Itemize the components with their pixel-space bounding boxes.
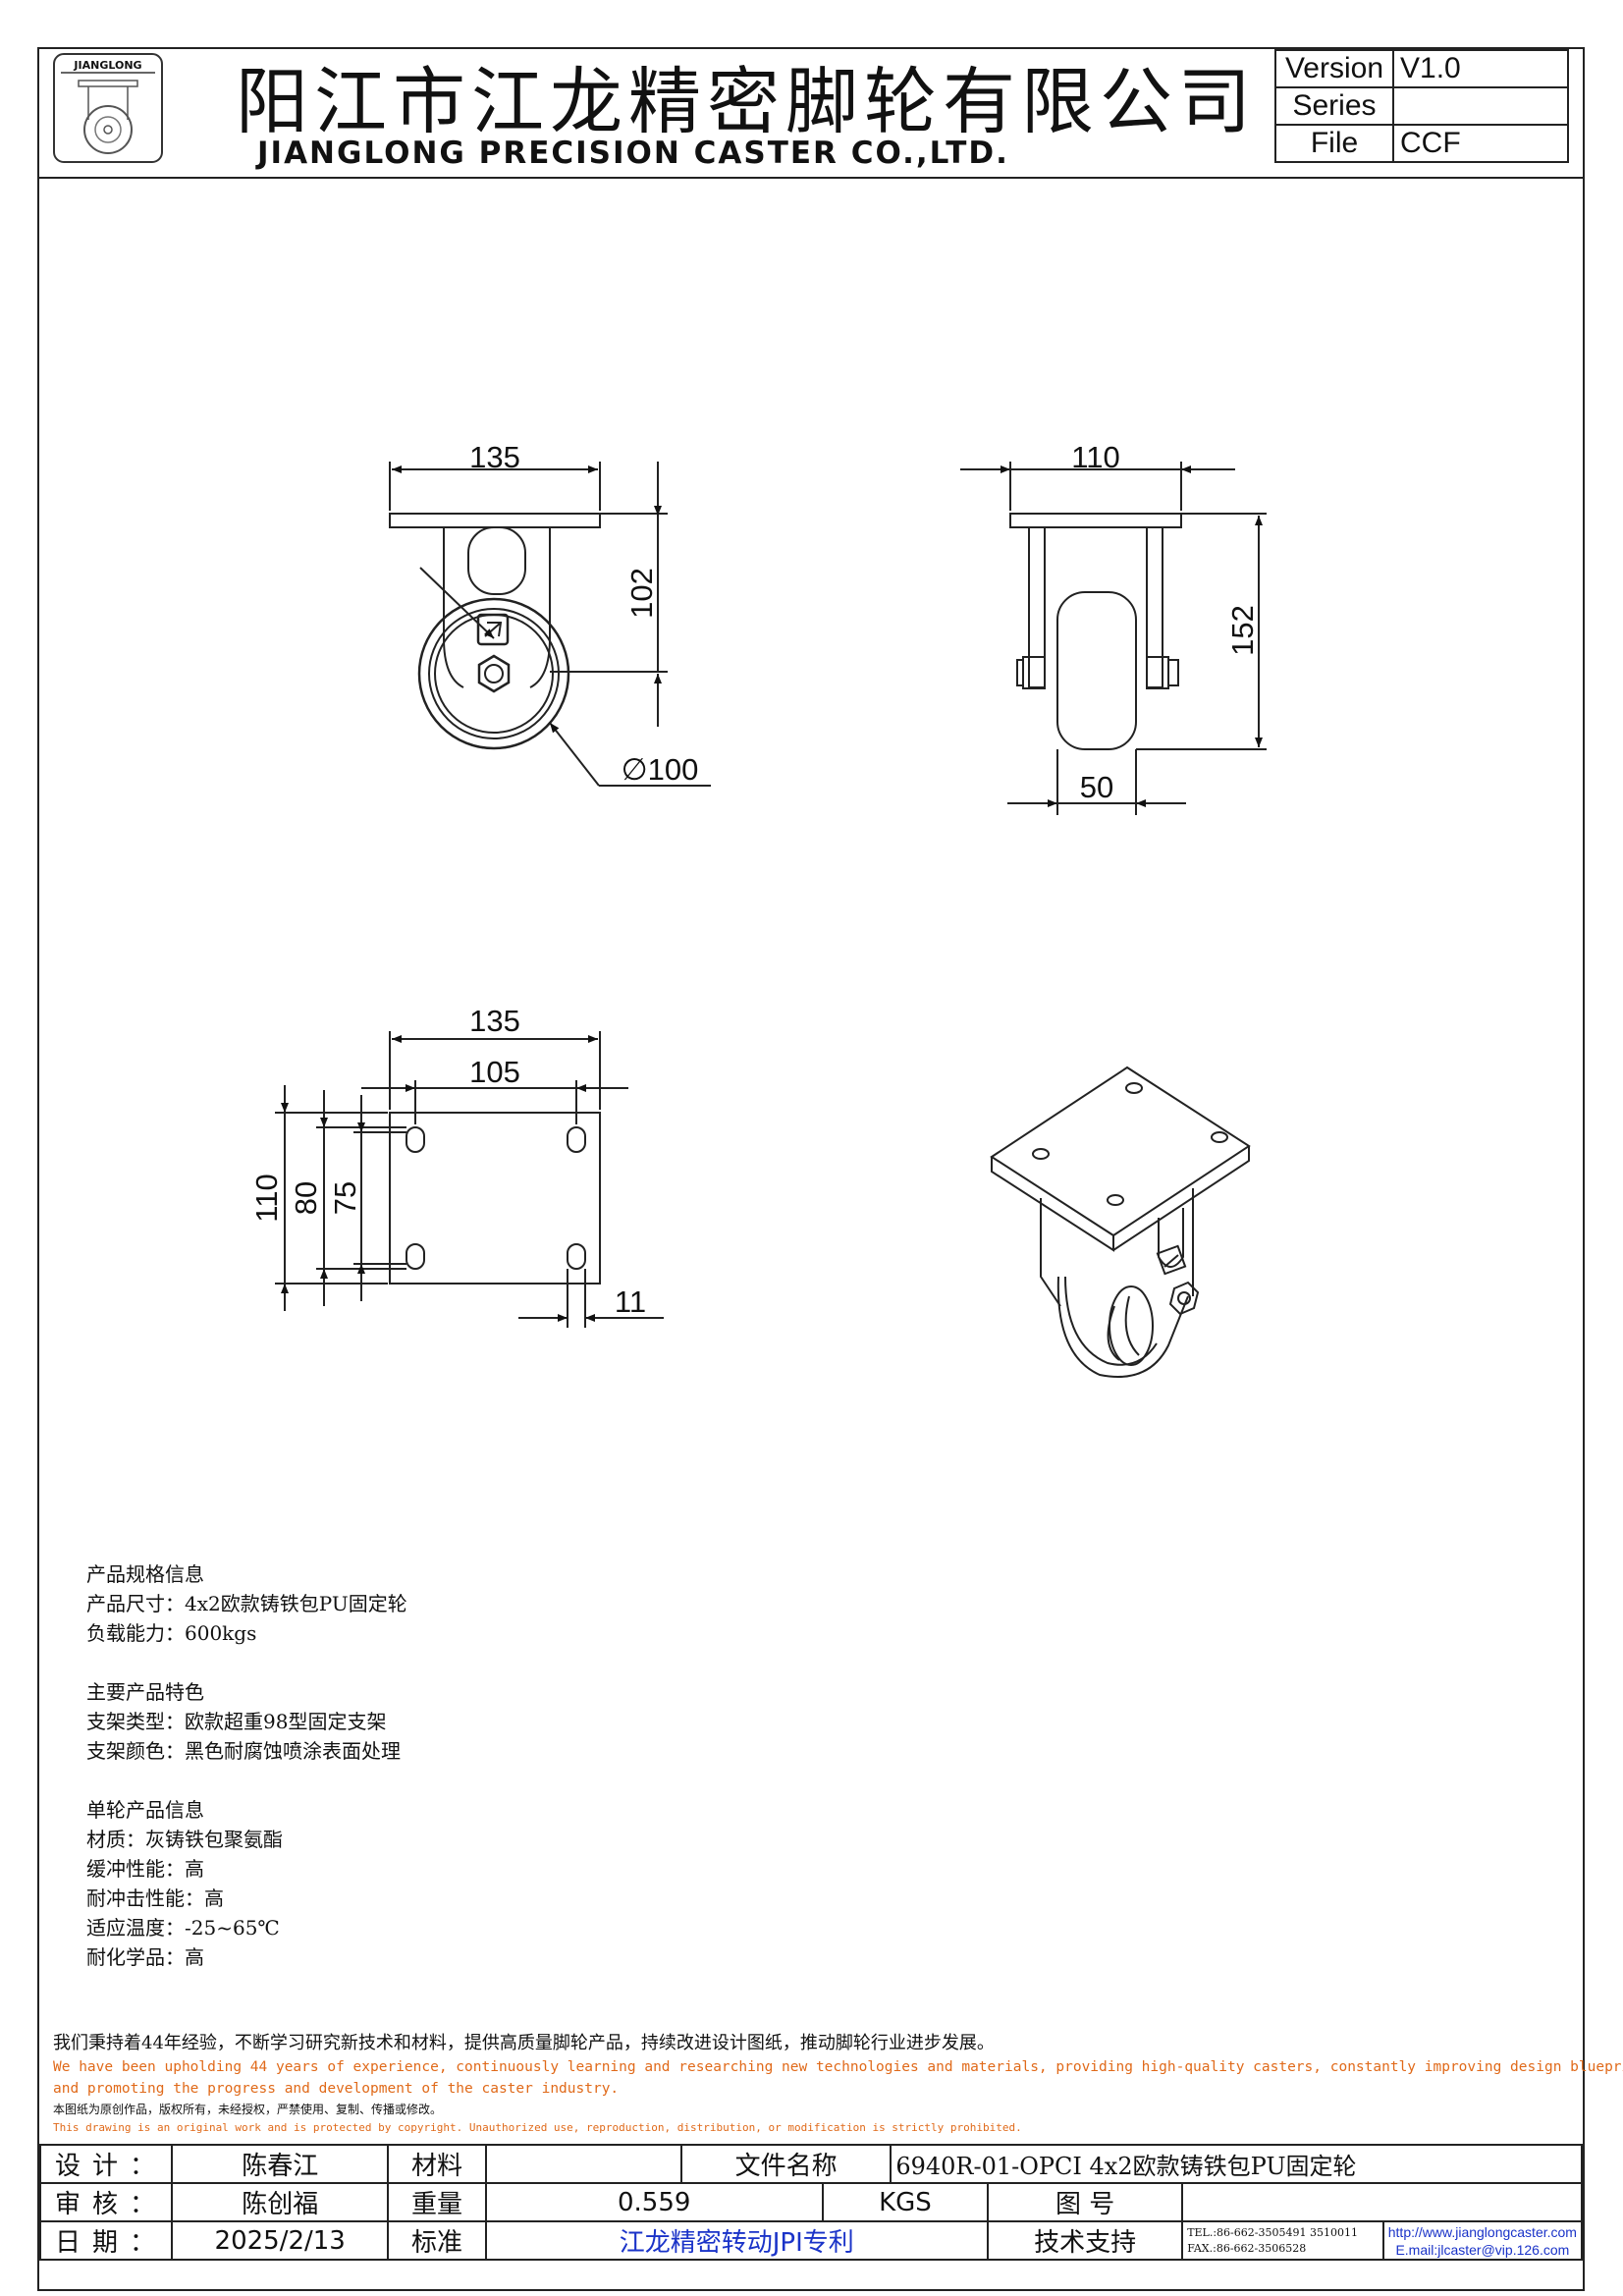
spec-material: 材质：灰铸铁包聚氨酯 <box>86 1828 283 1851</box>
dim-side-width: 110 <box>1071 440 1119 474</box>
file-value: CCF <box>1392 124 1569 163</box>
spec-impact: 耐冲击性能：高 <box>86 1886 224 1910</box>
standard-value: 江龙精密转动JPI专利 <box>484 2220 989 2261</box>
material-value <box>484 2144 682 2184</box>
weight-unit: KGS <box>821 2182 989 2222</box>
review-label: 审核： <box>38 2182 174 2222</box>
dim-front-width: 135 <box>469 440 520 474</box>
product-specs: 产品规格信息 产品尺寸：4x2欧款铸铁包PU固定轮 负载能力：600kgs 主要… <box>86 1559 407 1972</box>
spec-section-title: 单轮产品信息 <box>86 1798 204 1822</box>
logo-text: JIANGLONG <box>73 59 141 72</box>
material-label: 材料 <box>387 2144 487 2184</box>
spec-temp: 适应温度：-25~65℃ <box>86 1916 280 1940</box>
dim-hole-span-y-inner: 75 <box>328 1181 362 1215</box>
note-en-line2: and promoting the progress and developme… <box>53 2081 620 2097</box>
version-table: Version V1.0 Series File CCF <box>1274 49 1569 163</box>
reviewer-name: 陈创福 <box>171 2182 390 2222</box>
company-name-en: JIANGLONG PRECISION CASTER CO.,LTD. <box>257 136 1009 171</box>
notes: 我们秉持着44年经验，不断学习研究新技术和材料，提供高质量脚轮产品，持续改进设计… <box>53 2031 1623 2137</box>
spec-bracket-color: 支架颜色：黑色耐腐蚀喷涂表面处理 <box>86 1739 401 1763</box>
weight-label: 重量 <box>387 2182 487 2222</box>
date-label: 日期： <box>38 2220 174 2261</box>
filename-value: 6940R-01-OPCI 4x2欧款铸铁包PU固定轮 <box>890 2144 1583 2184</box>
copyright-cn: 本图纸为原创作品，版权所有，未经授权，严禁使用、复制、传播或修改。 <box>53 2103 443 2116</box>
file-label: File <box>1274 124 1394 163</box>
dim-plate-height: 110 <box>249 1174 284 1222</box>
spec-bracket-type: 支架类型：欧款超重98型固定支架 <box>86 1710 387 1733</box>
spec-size: 产品尺寸：4x2欧款铸铁包PU固定轮 <box>86 1592 407 1615</box>
dim-front-height: 102 <box>624 568 659 619</box>
version-label: Version <box>1274 49 1394 88</box>
support-label: 技术支持 <box>986 2220 1184 2261</box>
contact-web: http://www.jianglongcaster.com E.mail:jl… <box>1381 2220 1584 2261</box>
side-view <box>1009 513 1182 750</box>
filename-label: 文件名称 <box>679 2144 893 2184</box>
spec-cushion: 缓冲性能：高 <box>86 1857 204 1881</box>
header-divider <box>37 177 1585 179</box>
version-value: V1.0 <box>1392 49 1569 88</box>
dim-wheel-width: 50 <box>1080 770 1113 804</box>
website-link[interactable]: http://www.jianglongcaster.com <box>1387 2223 1577 2240</box>
date-value: 2025/2/13 <box>171 2220 390 2261</box>
email-link[interactable]: E.mail:jlcaster@vip.126.com <box>1395 2241 1570 2258</box>
tel: TEL.:86-662-3505491 3510011 <box>1187 2225 1358 2239</box>
company-logo: JIANGLONG <box>51 51 165 165</box>
front-view <box>389 513 601 750</box>
dim-hole-span-x: 105 <box>469 1055 520 1089</box>
fax: FAX.:86-662-3506528 <box>1187 2241 1307 2255</box>
spec-chemical: 耐化学品：高 <box>86 1945 204 1969</box>
contact-phone: TEL.:86-662-3505491 3510011 FAX.:86-662-… <box>1181 2220 1384 2261</box>
dim-plate-width: 135 <box>469 1004 520 1038</box>
dim-hole-span-y-outer: 80 <box>289 1181 323 1215</box>
drawing-frame <box>37 47 1585 2291</box>
drawing-no-value <box>1181 2182 1583 2222</box>
weight-value: 0.559 <box>484 2182 824 2222</box>
note-en-line1: We have been upholding 44 years of exper… <box>53 2059 1623 2075</box>
plate-view <box>389 1112 601 1285</box>
copyright-en: This drawing is an original work and is … <box>53 2121 1022 2134</box>
spec-load: 负载能力：600kgs <box>86 1621 257 1645</box>
dim-slot-width: 11 <box>615 1285 646 1319</box>
title-block: 设计： 陈春江 材料 文件名称 6940R-01-OPCI 4x2欧款铸铁包PU… <box>38 2144 1584 2261</box>
series-value <box>1392 86 1569 126</box>
note-cn: 我们秉持着44年经验，不断学习研究新技术和材料，提供高质量脚轮产品，持续改进设计… <box>53 2033 995 2053</box>
spec-section-title: 主要产品特色 <box>86 1680 204 1704</box>
spec-section-title: 产品规格信息 <box>86 1562 204 1586</box>
designer-name: 陈春江 <box>171 2144 390 2184</box>
standard-label: 标准 <box>387 2220 487 2261</box>
isometric-view <box>990 1066 1251 1378</box>
dim-wheel-diameter: ∅100 <box>622 752 699 787</box>
design-label: 设计： <box>38 2144 174 2184</box>
drawing-no-label: 图 号 <box>986 2182 1184 2222</box>
dim-side-height: 152 <box>1225 605 1260 656</box>
company-name-cn: 阳江市江龙精密脚轮有限公司 <box>236 60 1257 144</box>
series-label: Series <box>1274 86 1394 126</box>
